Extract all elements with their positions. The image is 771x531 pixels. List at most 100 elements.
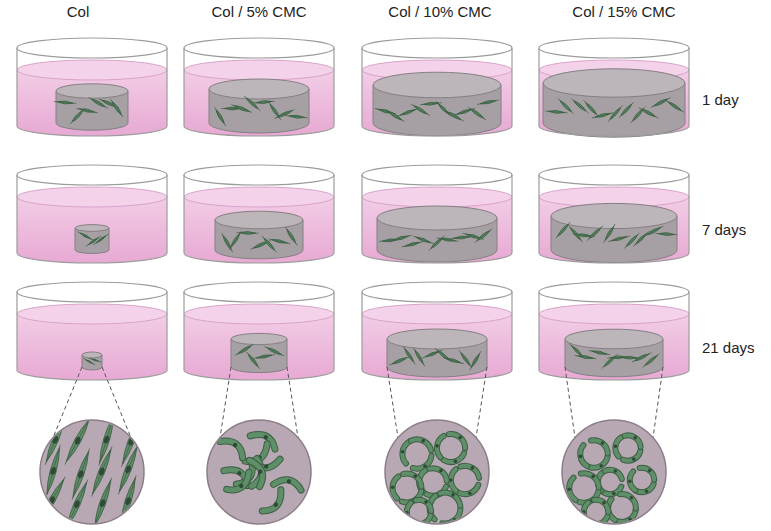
nucleus: [613, 469, 617, 473]
zoom-circle: [207, 420, 311, 524]
dish-rim: [184, 282, 334, 302]
scaffold-top: [56, 84, 128, 98]
cell-process: [451, 237, 473, 239]
cell-process: [111, 99, 124, 117]
zoom-circle: [40, 420, 144, 524]
dish-rim: [539, 165, 689, 185]
nucleus: [567, 487, 571, 491]
cell: [581, 473, 599, 487]
cell: [590, 517, 608, 525]
cell-process: [229, 231, 241, 250]
cell: [249, 458, 265, 487]
cell-outline: [581, 473, 599, 487]
zoom-leader: [387, 367, 398, 438]
cell: [619, 509, 636, 522]
culture-medium: [539, 197, 689, 263]
petri-dish: [17, 38, 167, 136]
cell-process: [411, 104, 430, 115]
cell: [636, 484, 653, 492]
dish-rim: [17, 165, 167, 185]
cell-process: [222, 233, 233, 252]
cell: [38, 478, 67, 523]
dish-wall: [362, 48, 512, 136]
cell-outline: [640, 468, 655, 480]
cell-outline: [249, 458, 265, 487]
cell-process: [608, 236, 629, 241]
cell-process: [587, 226, 603, 241]
cell-process: [639, 108, 658, 118]
nucleus: [49, 466, 57, 475]
scaffold-top: [551, 203, 677, 228]
nucleus: [74, 436, 82, 445]
dish-wall: [17, 48, 167, 136]
medium-surface: [539, 304, 689, 324]
cell: [429, 468, 446, 481]
zoomed-cells: [220, 429, 303, 516]
column-label: Col / 15% CMC: [572, 3, 675, 21]
cell-process: [584, 100, 599, 116]
cell-process: [269, 239, 290, 244]
dish-wall: [362, 292, 512, 380]
cell-process: [651, 98, 671, 108]
cell-process: [118, 444, 138, 494]
cell-outline: [261, 490, 287, 516]
dish-wall: [17, 175, 167, 263]
cell-process: [475, 229, 492, 243]
medium-surface: [184, 60, 334, 80]
petri-dish: [539, 38, 689, 137]
cell: [92, 479, 114, 526]
dish-rim: [362, 38, 512, 58]
cell: [65, 481, 90, 527]
nucleus: [98, 467, 106, 476]
nucleus: [628, 479, 632, 483]
dish-wall: [539, 175, 689, 263]
cell-outline: [460, 466, 479, 478]
cell-process: [477, 100, 499, 104]
cell-process: [608, 105, 623, 121]
cell-outline: [623, 451, 640, 461]
nucleus: [582, 510, 586, 514]
dish-wall: [17, 292, 167, 380]
cell-process: [545, 111, 567, 113]
nucleus: [435, 444, 439, 448]
nucleus: [263, 434, 269, 440]
cell-process: [231, 105, 252, 113]
column-label: Col / 5% CMC: [211, 3, 306, 21]
culture-medium: [362, 70, 512, 136]
nucleus: [391, 485, 395, 489]
nucleus: [258, 469, 264, 475]
nucleus: [645, 490, 649, 494]
cell-process: [655, 233, 677, 234]
nucleus: [632, 457, 636, 461]
cell-outline: [594, 500, 608, 512]
nucleus: [405, 511, 409, 515]
petri-dish: [184, 165, 334, 263]
cell-process: [39, 477, 65, 524]
zoomed-cells: [38, 414, 143, 529]
cell-outline: [636, 484, 653, 492]
petri-dish: [184, 282, 334, 380]
cell-outline: [605, 470, 622, 479]
cell-outline: [590, 456, 608, 468]
cell-process: [246, 352, 259, 369]
petri-dish: [362, 38, 512, 136]
cell: [623, 451, 640, 461]
cell-process: [571, 99, 588, 113]
cell-process: [253, 355, 274, 359]
nucleus: [236, 470, 242, 476]
column-label: Col / 10% CMC: [388, 3, 491, 21]
nucleus: [630, 496, 634, 500]
scaffold-top: [231, 333, 287, 344]
cell-process: [643, 354, 660, 368]
dish-rim: [539, 282, 689, 302]
nucleus: [591, 475, 595, 479]
cell: [261, 490, 287, 516]
cell-process: [386, 110, 405, 122]
cell-outline: [440, 493, 460, 506]
nucleus: [48, 496, 56, 505]
nucleus: [264, 464, 268, 468]
cell-process: [558, 98, 574, 113]
cell-process: [237, 232, 259, 234]
